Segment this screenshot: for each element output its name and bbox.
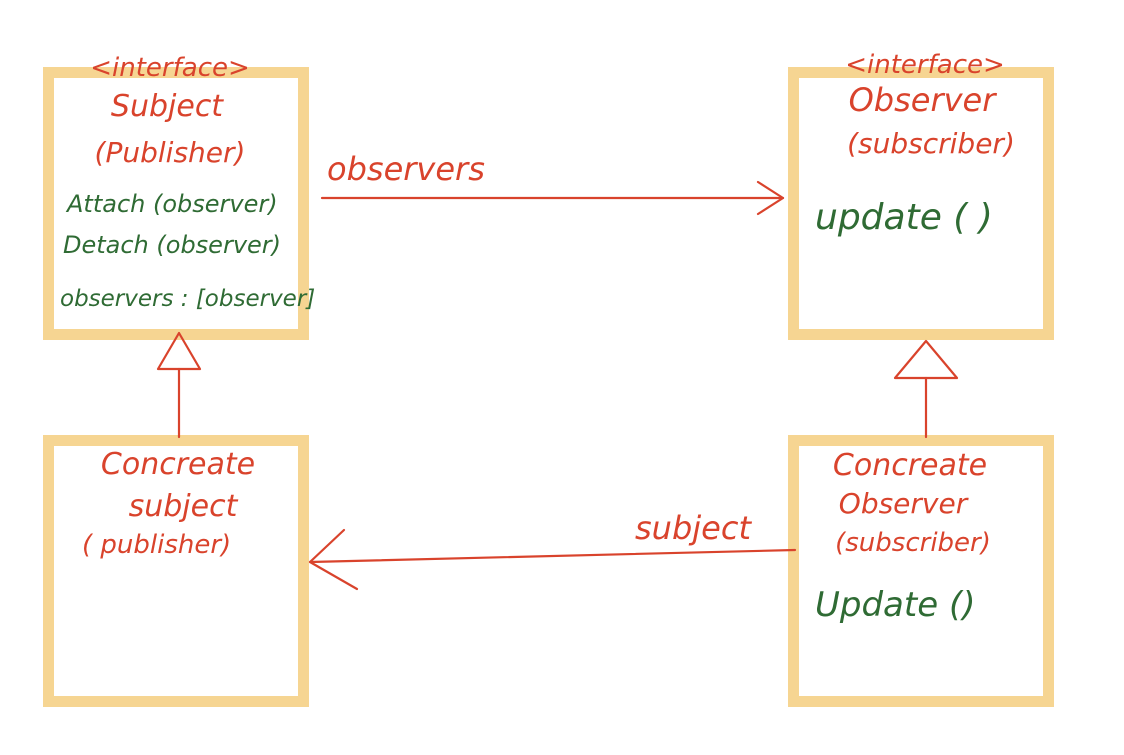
- concrete-observer-box: [788, 435, 1054, 707]
- observer-role: (subscriber): [847, 127, 1015, 160]
- observer-stereotype: <interface>: [845, 50, 1005, 80]
- concrete-observer-update-method: Update (): [815, 585, 976, 625]
- subject-name: Subject: [110, 89, 224, 124]
- concrete-subject-name-line2: subject: [128, 489, 238, 524]
- subject-detach-method: Detach (observer): [63, 231, 282, 259]
- concrete-observer-name-line1: Concreate: [832, 448, 988, 483]
- subject-interface-box: [43, 67, 309, 340]
- observer-interface-box: [788, 67, 1054, 340]
- concrete-observer-role: (subscriber): [835, 528, 991, 558]
- subject-stereotype: <interface>: [90, 53, 250, 83]
- concrete-observer-name-line2: Observer: [838, 487, 968, 520]
- subject-role: (Publisher): [94, 136, 246, 169]
- observer-realization-triangle: [893, 339, 959, 380]
- concrete-subject-box: [43, 435, 309, 707]
- concrete-subject-name-line1: Concreate: [100, 447, 256, 482]
- observer-name: Observer: [848, 81, 996, 119]
- subject-association-line: [308, 548, 797, 564]
- observers-association-label: observers: [327, 150, 485, 188]
- concrete-subject-role: ( publisher): [82, 530, 232, 560]
- observers-arrowhead: [756, 180, 785, 216]
- subject-attach-method: Attach (observer): [67, 190, 278, 218]
- subject-observers-field: observers : [observer]: [60, 286, 316, 312]
- subject-association-label: subject: [635, 509, 751, 547]
- observer-update-method: update ( ): [815, 197, 993, 238]
- subject-realization-triangle: [156, 331, 202, 371]
- subject-arrowhead: [308, 528, 359, 591]
